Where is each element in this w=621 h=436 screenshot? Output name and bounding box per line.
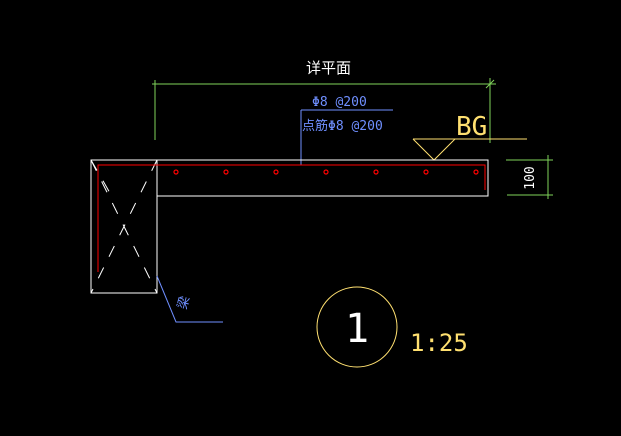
detail-title: 详平面 <box>306 59 351 77</box>
rebar-dot <box>373 169 379 175</box>
slab-section <box>90 159 489 294</box>
rebar-dot <box>273 169 279 175</box>
detail-circle <box>316 286 398 368</box>
top-dimension <box>152 78 496 143</box>
rebar-label-distribution: 点筋Φ8 @200 <box>302 118 383 134</box>
rebar-dot <box>323 169 329 175</box>
scale-label: 1:25 <box>410 329 468 357</box>
distribution-bars <box>173 169 479 175</box>
beam-label: 梁 <box>175 295 193 311</box>
rebar-dot <box>423 169 429 175</box>
rebar-dot <box>473 169 479 175</box>
rebar-leader <box>300 109 393 165</box>
elevation-label: BG <box>456 112 487 142</box>
rebar-dot <box>223 169 229 175</box>
thickness-label: 100 <box>523 166 538 189</box>
detail-number: 1 <box>345 306 369 352</box>
elevation-marker-icon <box>412 138 527 161</box>
thickness-dimension <box>506 155 553 199</box>
rebar-dot <box>173 169 179 175</box>
beam-leader <box>156 275 223 323</box>
rebar-label-top: Φ8 @200 <box>312 95 367 110</box>
rebar-line <box>97 164 486 272</box>
